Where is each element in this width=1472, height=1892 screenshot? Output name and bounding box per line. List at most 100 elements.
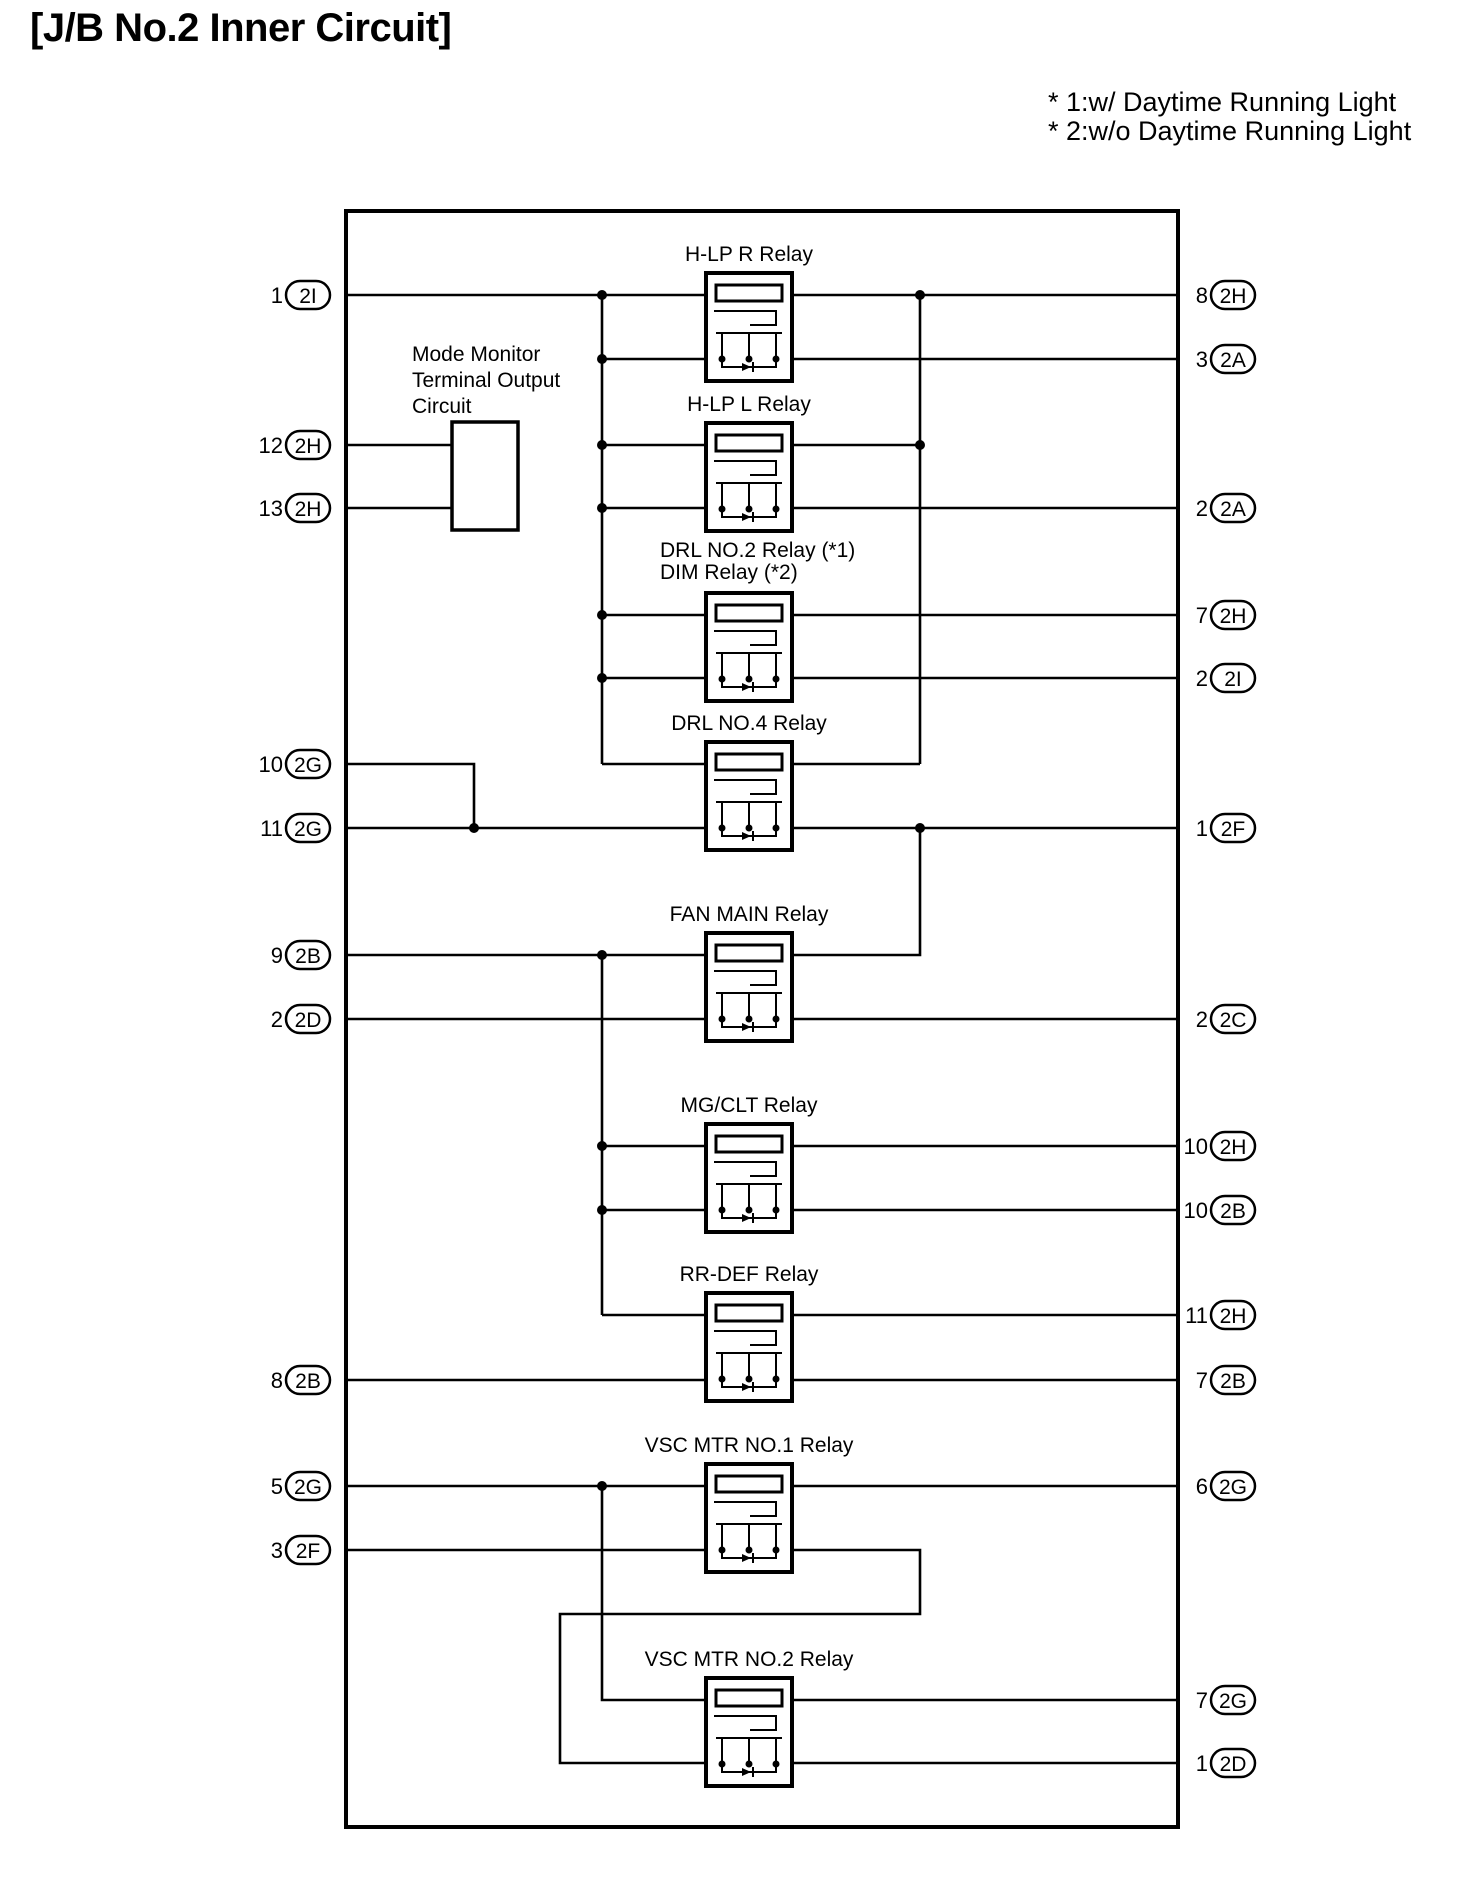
- relay-diode-triangle: [742, 513, 751, 521]
- relay-body: [704, 421, 794, 533]
- connector-id: 2I: [299, 285, 317, 308]
- connector-id: 2H: [295, 498, 322, 521]
- relay-label: H-LP L Relay: [687, 393, 811, 416]
- relay: [704, 421, 794, 533]
- connector-oval: [284, 748, 332, 780]
- module-label-line: Mode Monitor: [412, 343, 540, 366]
- relay-body: [704, 271, 794, 383]
- relay-terminal: [745, 1206, 753, 1214]
- relay-link: [714, 1161, 777, 1177]
- relay-label: MG/CLT Relay: [681, 1094, 818, 1117]
- relay-coil: [714, 1303, 784, 1323]
- pin-number: 5: [271, 1474, 283, 1499]
- junction-dot: [597, 1205, 607, 1215]
- module-label-line: Circuit: [412, 395, 472, 418]
- junction-dot: [915, 290, 925, 300]
- junction-dot: [597, 290, 607, 300]
- junction-dot: [597, 440, 607, 450]
- relay-terminal: [745, 675, 753, 683]
- connector-oval: [284, 1470, 332, 1502]
- connector-id: 2B: [295, 945, 321, 968]
- page-title: [J/B No.2 Inner Circuit]: [30, 6, 452, 50]
- relay: [704, 271, 794, 383]
- connector-id: 2H: [1220, 285, 1247, 308]
- relay-label: VSC MTR NO.1 Relay: [645, 1434, 854, 1457]
- connector-oval: [284, 1003, 332, 1035]
- junction-dot: [597, 950, 607, 960]
- left-connector-pin: 5 2G: [271, 1470, 332, 1502]
- connector-id: 2B: [295, 1370, 321, 1393]
- connector-id: 2H: [1220, 605, 1247, 628]
- relay-terminal: [718, 1760, 726, 1768]
- connector-id: 2C: [1220, 1009, 1247, 1032]
- relay-terminal: [772, 1206, 780, 1214]
- pin-number: 12: [259, 433, 283, 458]
- relay-terminal: [772, 1375, 780, 1383]
- relay-terminal: [772, 355, 780, 363]
- relay-diode-triangle: [742, 1383, 751, 1391]
- pin-number: 7: [1196, 603, 1208, 628]
- connector-id: 2D: [295, 1009, 322, 1032]
- relay-link: [714, 779, 777, 795]
- relay: [704, 1291, 794, 1403]
- footnotes: * 1:w/ Daytime Running Light * 2:w/o Day…: [1048, 88, 1411, 146]
- relay-terminal: [745, 1375, 753, 1383]
- relay-terminal: [745, 1015, 753, 1023]
- relay-link: [714, 310, 777, 326]
- connector-id: 2G: [294, 1476, 322, 1499]
- relay-diode-triangle: [742, 683, 751, 691]
- relay-coil: [714, 943, 784, 963]
- relay: [704, 591, 794, 703]
- connector-id: 2A: [1220, 498, 1246, 521]
- junction-dot: [597, 673, 607, 683]
- junction-dot: [597, 354, 607, 364]
- relay: [704, 740, 794, 852]
- relay-coil: [714, 433, 784, 453]
- pin-number: 10: [1184, 1134, 1208, 1159]
- relay-coil: [714, 1688, 784, 1708]
- left-connector-pin: 9 2B: [271, 939, 332, 971]
- pin-number: 13: [259, 496, 283, 521]
- relay-body: [704, 740, 794, 852]
- relay-coil: [714, 752, 784, 772]
- pin-number: 9: [271, 943, 283, 968]
- relay-diode-triangle: [742, 1554, 751, 1562]
- connector-id: 2F: [1221, 818, 1246, 841]
- relay-terminal: [718, 505, 726, 513]
- relay-label: DIM Relay (*2): [660, 561, 798, 584]
- relay-coil: [714, 1474, 784, 1494]
- relay-terminal: [745, 1760, 753, 1768]
- relay-body: [704, 1462, 794, 1574]
- relay-terminal: [718, 355, 726, 363]
- junction-dot: [597, 610, 607, 620]
- connector-id: 2I: [1224, 668, 1242, 691]
- connector-oval: [1209, 1003, 1257, 1035]
- relay-terminal: [745, 1546, 753, 1554]
- connector-oval: [1209, 1130, 1257, 1162]
- connector-oval: [1209, 1470, 1257, 1502]
- relay-terminal: [772, 505, 780, 513]
- relay-coil: [714, 603, 784, 623]
- junction-dot: [915, 440, 925, 450]
- pin-number: 2: [1196, 1007, 1208, 1032]
- relay-body: [704, 1676, 794, 1788]
- connector-oval: [1209, 812, 1257, 844]
- junction-dot: [597, 503, 607, 513]
- relay-label: RR-DEF Relay: [680, 1263, 819, 1286]
- relay-link: [714, 970, 777, 986]
- pin-number: 8: [271, 1368, 283, 1393]
- relay-label: H-LP R Relay: [685, 243, 813, 266]
- module-box: [450, 420, 520, 532]
- connector-oval: [1209, 1194, 1257, 1226]
